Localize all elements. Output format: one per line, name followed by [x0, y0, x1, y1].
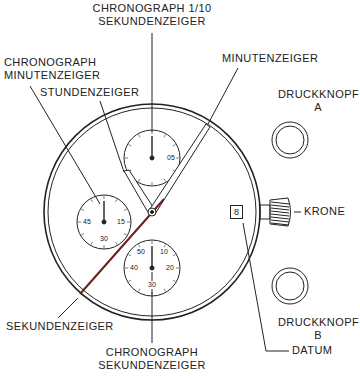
- dial-tick: [125, 268, 128, 269]
- part-label: MINUTENZEIGER: [222, 52, 318, 65]
- part-label: DRUCKKNOPF A: [278, 88, 358, 114]
- dial-tick: [139, 245, 141, 248]
- date-number: 8: [231, 207, 242, 217]
- dial-tick: [129, 145, 132, 147]
- dial-tick: [124, 234, 127, 236]
- crown-knurl: [271, 223, 289, 225]
- crown-knurl: [271, 220, 289, 222]
- dial-tick: [152, 241, 153, 244]
- dial-number: 20: [165, 264, 175, 272]
- dial-tick: [164, 179, 166, 182]
- crown-knurl: [271, 208, 289, 210]
- part-label: DRUCKKNOPF B: [278, 316, 358, 342]
- dial-tick: [139, 289, 141, 292]
- part-label: KRONE: [304, 205, 345, 218]
- crown-knurl: [271, 211, 289, 213]
- dial-tick: [164, 135, 166, 138]
- crown-knurl: [271, 202, 289, 204]
- part-label: CHRONOGRAPH SEKUNDENZEIGER: [82, 346, 222, 372]
- dial-tick: [124, 209, 127, 211]
- dial-tick: [104, 245, 105, 248]
- dial-tick: [81, 234, 84, 236]
- dial-tick: [173, 255, 176, 257]
- dial-tick: [91, 199, 93, 202]
- dial-tick: [129, 255, 132, 257]
- crown-knurl: [271, 205, 289, 207]
- dial-number: 30: [147, 281, 157, 289]
- dial-tick: [78, 222, 81, 223]
- dial-tick: [173, 145, 176, 147]
- dial-tick: [173, 280, 176, 282]
- dial-tick: [116, 199, 118, 202]
- dial-number: 10: [159, 248, 169, 256]
- dial-tick: [104, 196, 105, 199]
- part-label: DATUM: [292, 344, 332, 357]
- dial-tick: [129, 280, 132, 282]
- dial-number: 05: [166, 154, 176, 162]
- dial-tick: [139, 179, 141, 182]
- dial-number: 45: [82, 218, 92, 226]
- dial-tick: [116, 242, 118, 245]
- part-label: CHRONOGRAPH MINUTENZEIGER: [4, 56, 114, 82]
- dial-tick: [164, 289, 166, 292]
- dial-number: 30: [99, 235, 109, 243]
- dial-number: 40: [129, 264, 139, 272]
- date-window: 8: [230, 205, 243, 219]
- dial-tick: [127, 222, 130, 223]
- dial-tick: [152, 182, 153, 185]
- dial-tick: [164, 245, 166, 248]
- dial-tick: [176, 268, 179, 269]
- dial-tick: [176, 158, 179, 159]
- part-label: STUNDENZEIGER: [40, 86, 139, 99]
- dial-number: 15: [116, 218, 126, 226]
- dial-tick: [152, 292, 153, 295]
- dial-number: 50: [136, 248, 146, 256]
- dial-tick: [125, 158, 128, 159]
- part-label: SEKUNDENZEIGER: [6, 320, 114, 333]
- dial-tick: [91, 242, 93, 245]
- crown-knurl: [271, 214, 289, 216]
- crown-knurl: [271, 217, 289, 219]
- dial-tick: [81, 209, 84, 211]
- dial-tick: [139, 135, 141, 138]
- dial-tick: [152, 131, 153, 134]
- part-label: CHRONOGRAPH 1/10 SEKUNDENZEIGER: [82, 2, 222, 28]
